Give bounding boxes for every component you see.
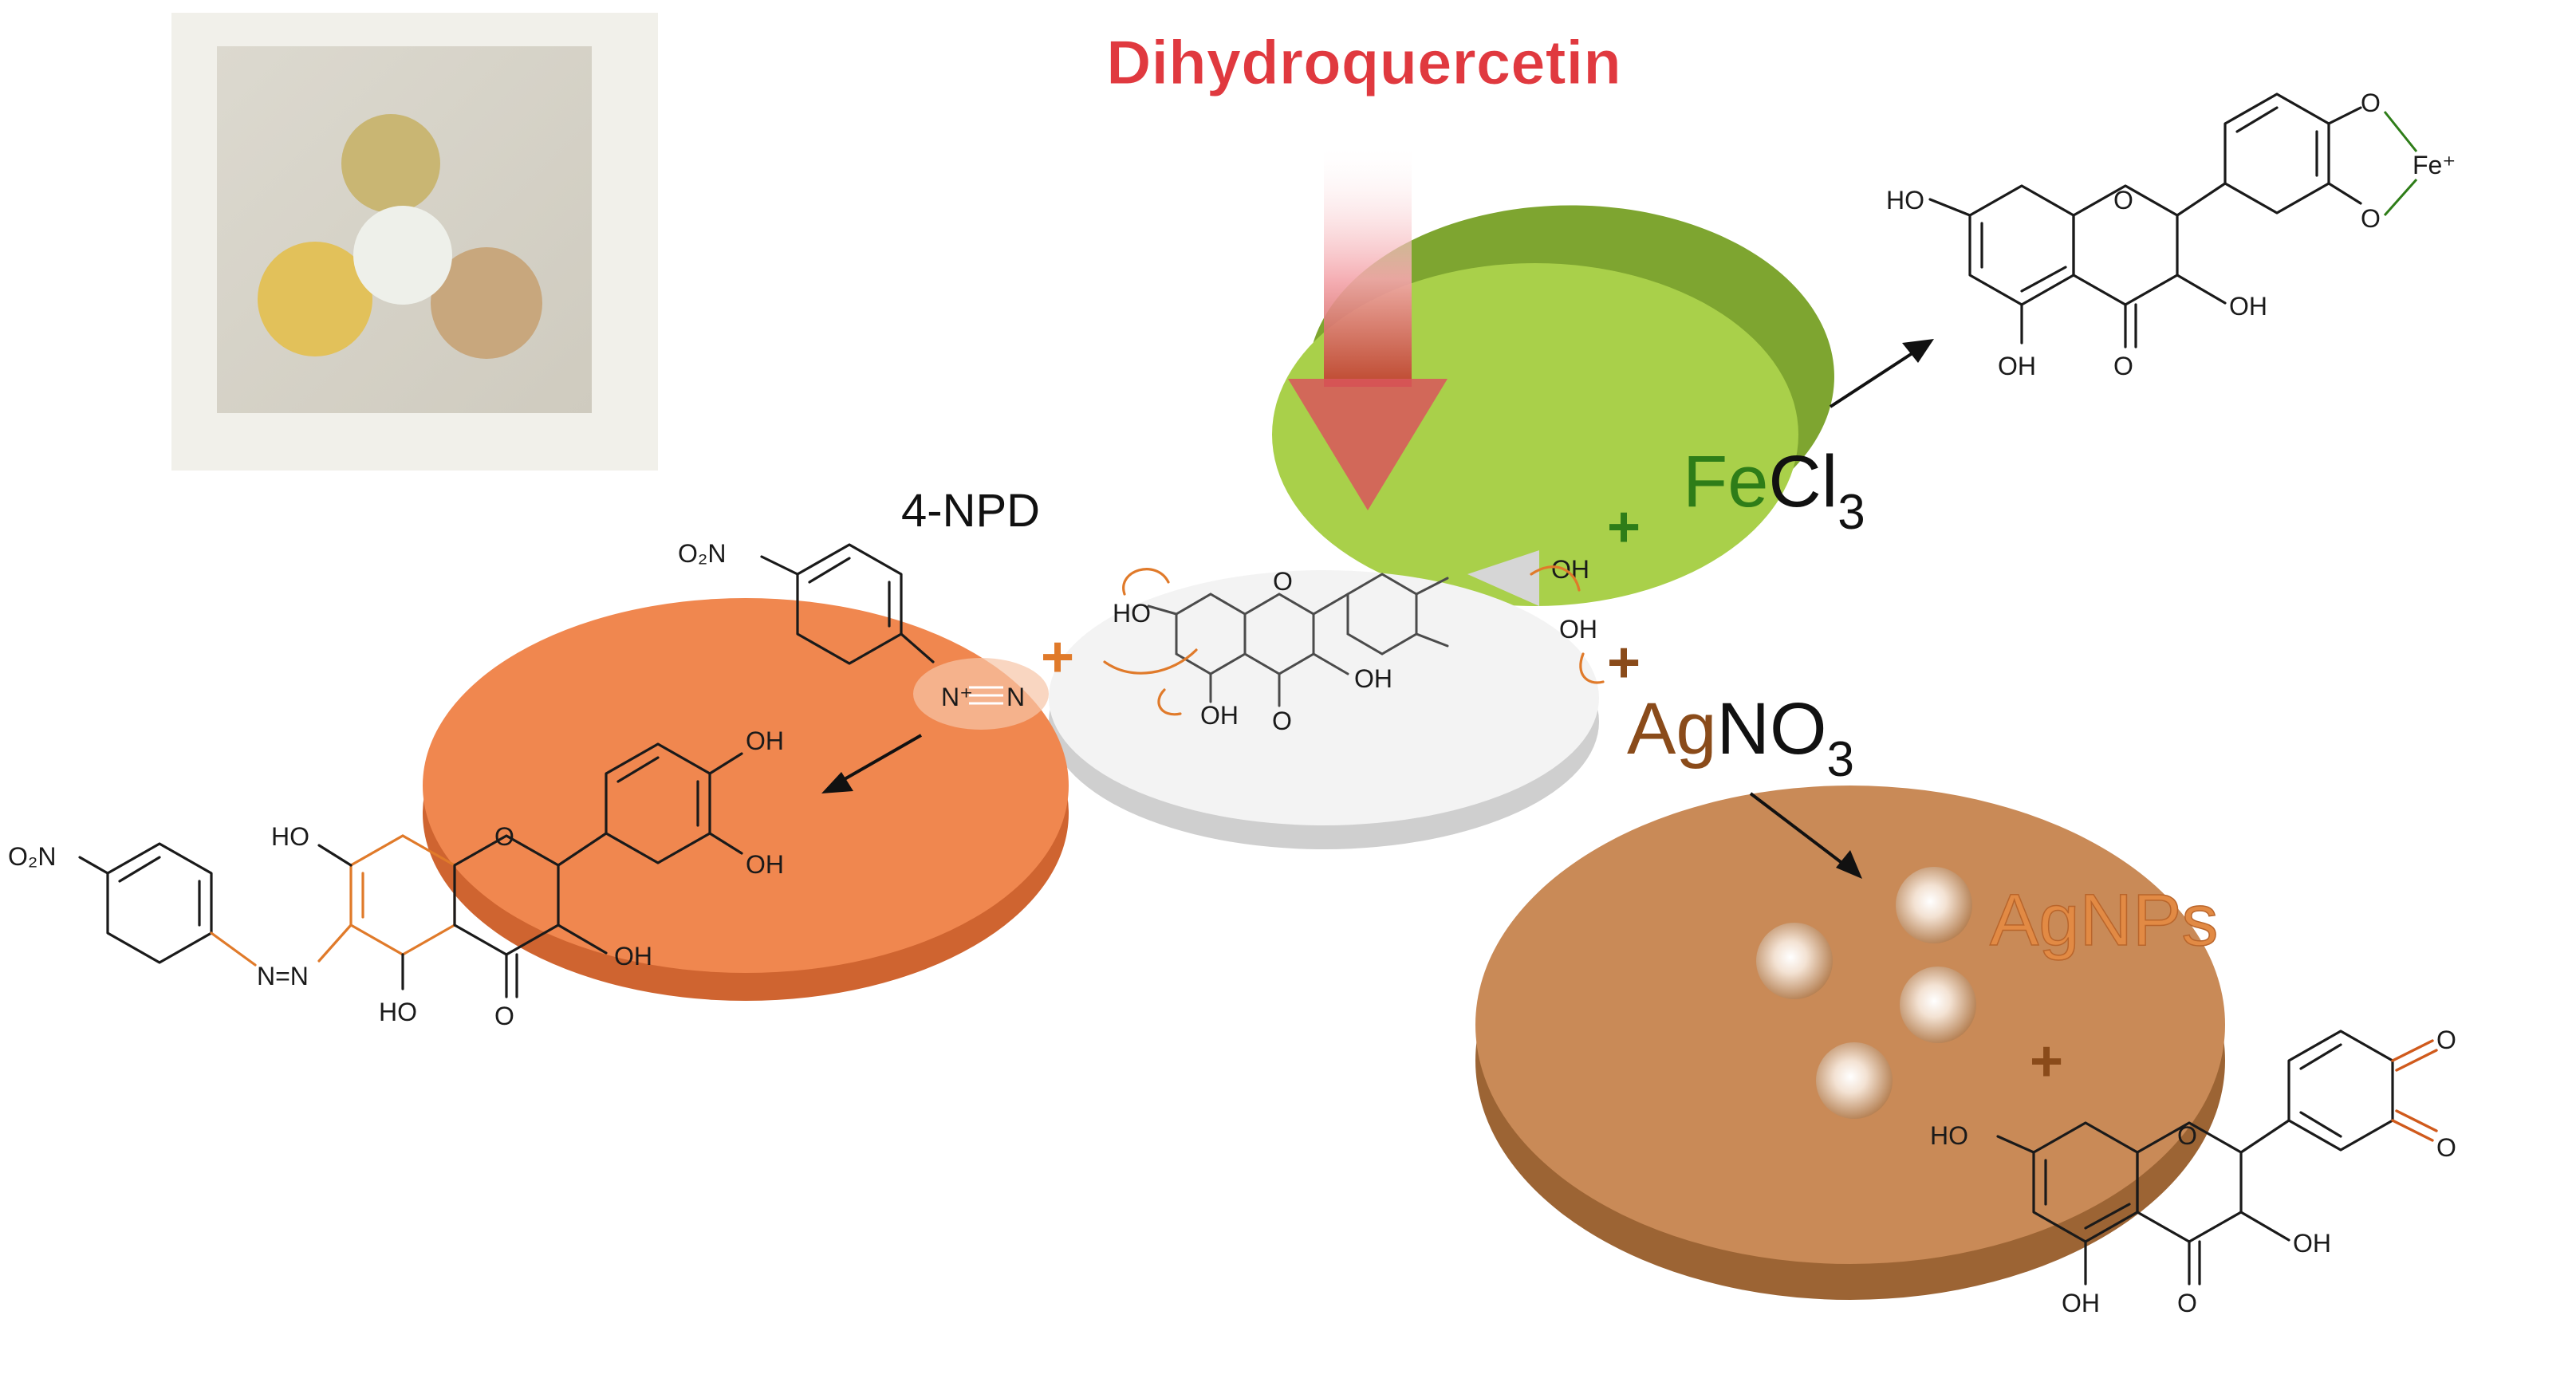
svg-text:OH: OH xyxy=(1200,701,1239,730)
svg-text:OH: OH xyxy=(1559,615,1597,644)
photo-spot-center xyxy=(353,206,452,305)
silver-nanoparticles xyxy=(1756,867,1976,1119)
svg-text:OH: OH xyxy=(2229,292,2267,321)
orange-disc xyxy=(423,598,1069,1001)
svg-text:Fe⁺: Fe⁺ xyxy=(2413,151,2456,179)
title-label: Dihydroquercetin xyxy=(1106,27,1621,97)
center-molecule: O HO OH O OH OH OH xyxy=(1103,555,1605,735)
plus-ag: + xyxy=(1607,631,1641,695)
fecl3-label: FeCl3 xyxy=(1683,441,1865,540)
agno3-label: AgNO3 xyxy=(1627,688,1854,787)
svg-text:OH: OH xyxy=(1998,352,2036,380)
quinone-product-molecule: HO OH O O OH O O xyxy=(1930,1026,2456,1317)
svg-text:O: O xyxy=(1272,707,1292,735)
arrow-to-fe-product-icon xyxy=(1829,339,1934,408)
svg-text:O: O xyxy=(494,1002,514,1030)
fe-complex-molecule: HO OH O O OH O O Fe⁺ xyxy=(1886,89,2456,380)
svg-text:OH: OH xyxy=(614,942,652,971)
photo-spot-right xyxy=(431,247,542,359)
svg-text:HO: HO xyxy=(379,998,417,1026)
svg-text:OH: OH xyxy=(746,850,784,879)
svg-text:N: N xyxy=(1006,683,1025,711)
svg-text:O: O xyxy=(2113,352,2133,380)
plus-npd: + xyxy=(1041,625,1074,689)
plus-fe: + xyxy=(1607,495,1641,559)
svg-text:O: O xyxy=(1273,567,1293,596)
svg-text:OH: OH xyxy=(1354,664,1392,693)
svg-text:O: O xyxy=(2113,186,2133,215)
svg-text:O: O xyxy=(2436,1133,2456,1162)
svg-text:HO: HO xyxy=(1886,186,1924,215)
photo-spot-top xyxy=(341,114,440,213)
svg-text:O: O xyxy=(2361,89,2381,117)
azo-product-molecule: O₂N N=N HO HO O O OH OH OH xyxy=(8,726,784,1030)
svg-text:O: O xyxy=(2361,204,2381,233)
svg-text:OH: OH xyxy=(2062,1289,2100,1317)
npd-label: 4-NPD xyxy=(901,485,1040,537)
svg-text:O: O xyxy=(2177,1289,2197,1317)
svg-text:O₂N: O₂N xyxy=(678,539,726,568)
sensor-photo xyxy=(171,13,658,471)
down-arrow-icon xyxy=(1288,148,1448,510)
arrow-to-azo-product-icon xyxy=(821,734,922,793)
svg-text:O: O xyxy=(494,822,514,851)
svg-text:N=N: N=N xyxy=(257,962,309,990)
svg-text:O: O xyxy=(2436,1026,2456,1054)
svg-text:HO: HO xyxy=(1930,1121,1968,1150)
svg-text:N⁺: N⁺ xyxy=(941,683,973,711)
svg-text:HO: HO xyxy=(271,822,309,851)
agnps-label: AgNPs xyxy=(1990,880,2218,961)
center-disc xyxy=(1049,550,1599,849)
svg-text:OH: OH xyxy=(2293,1229,2331,1258)
photo-spot-left xyxy=(258,242,372,356)
arrow-to-agnps-icon xyxy=(1749,792,1862,879)
svg-text:HO: HO xyxy=(1113,599,1151,628)
svg-text:OH: OH xyxy=(746,726,784,755)
svg-text:O: O xyxy=(2177,1121,2197,1150)
svg-text:O₂N: O₂N xyxy=(8,842,56,871)
plus-agnps: + xyxy=(2030,1030,2063,1093)
npd-molecule: O₂N N⁺ N xyxy=(678,539,1049,730)
svg-text:OH: OH xyxy=(1551,555,1589,584)
